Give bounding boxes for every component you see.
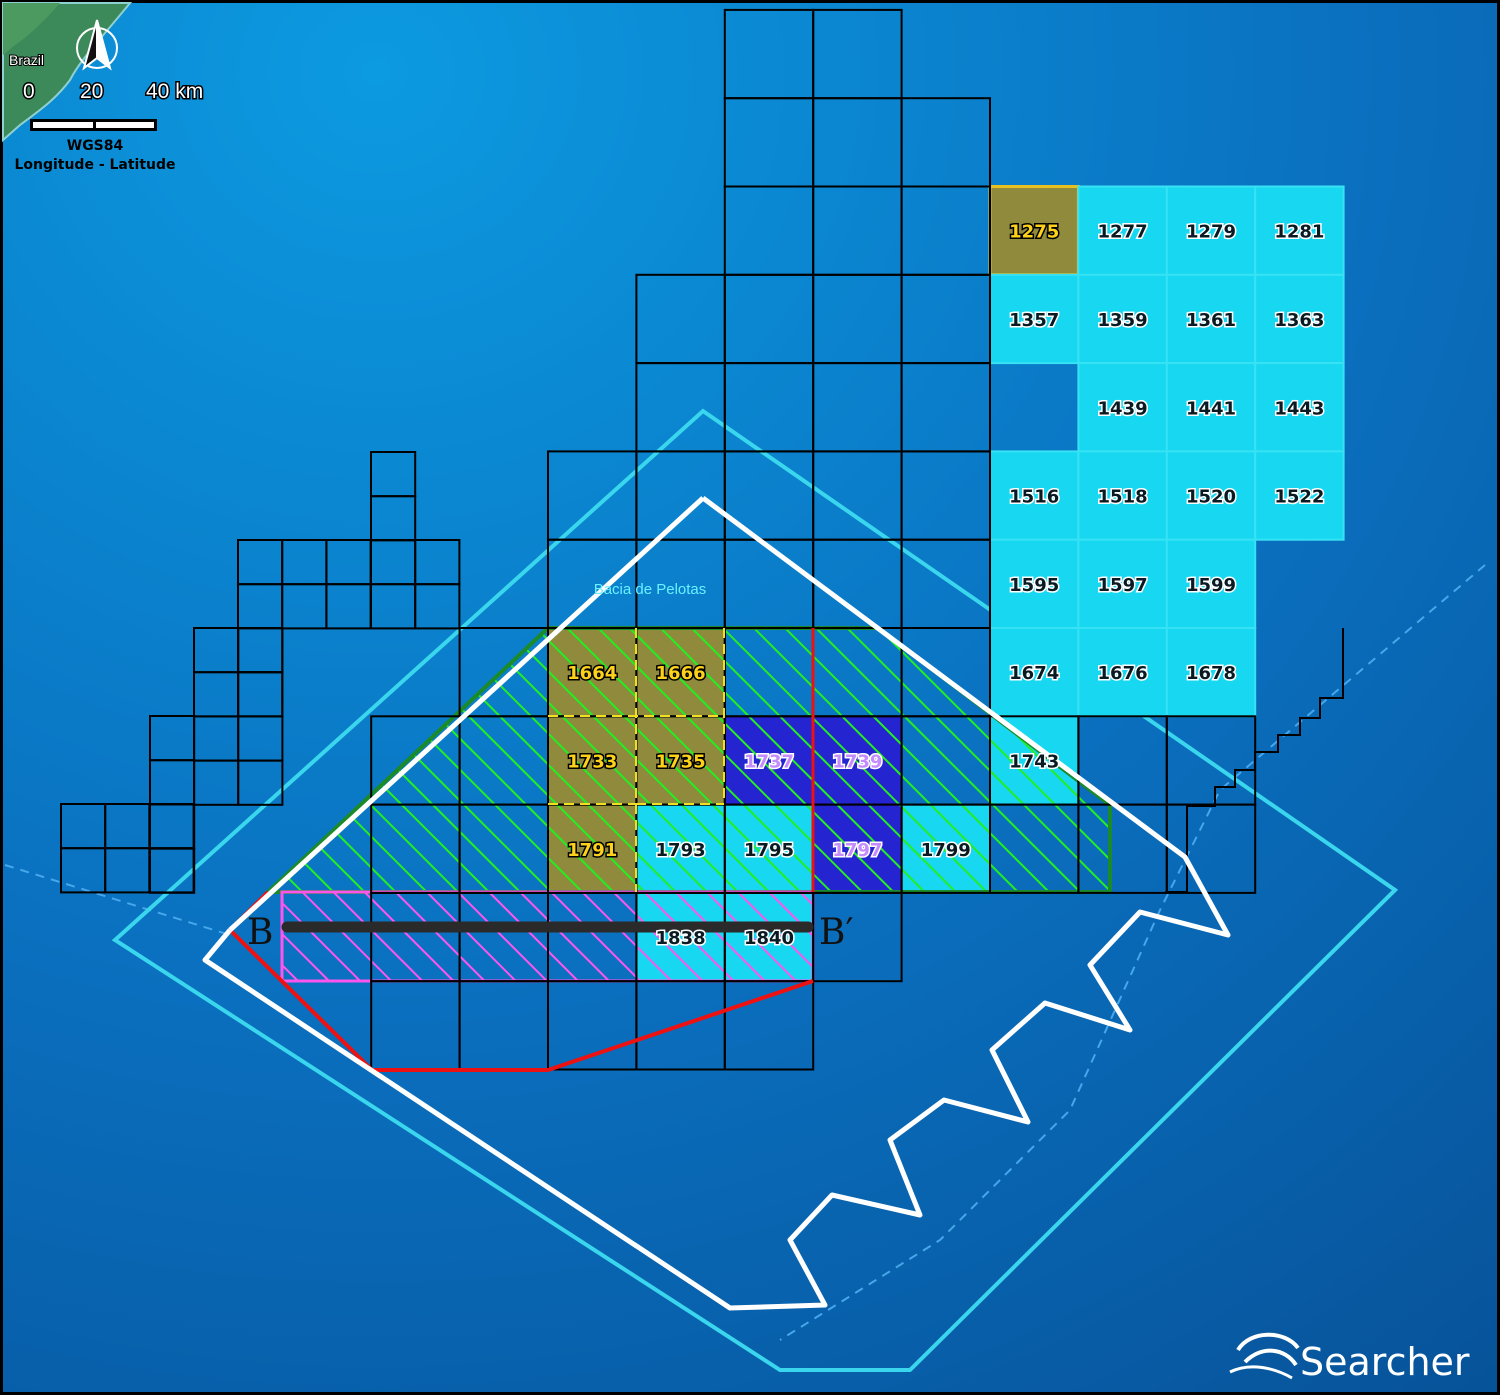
block-label-1666: 1666 — [656, 663, 706, 684]
block-label-1595: 1595 — [1009, 575, 1059, 596]
block-1520[interactable] — [1165, 450, 1257, 541]
searcher-logo: Searcher — [1229, 1332, 1470, 1384]
block-label-1739: 1739 — [832, 751, 882, 772]
block-label-1676: 1676 — [1098, 663, 1148, 684]
block-label-1793: 1793 — [656, 840, 706, 861]
white-area-outline — [202, 495, 1231, 1311]
section-end-label: B′ — [819, 912, 854, 953]
brand-name: Searcher — [1300, 1340, 1470, 1384]
block-label-1599: 1599 — [1186, 575, 1236, 596]
block-label-1799: 1799 — [921, 840, 971, 861]
block-label-1518: 1518 — [1098, 487, 1148, 508]
north-arrow-icon — [76, 19, 118, 71]
block-label-1363: 1363 — [1274, 310, 1324, 331]
block-1522[interactable] — [1254, 450, 1345, 541]
block-1518[interactable] — [1077, 450, 1168, 541]
block-label-1279: 1279 — [1186, 222, 1236, 243]
land-coast — [3, 3, 60, 55]
block-label-1275: 1275 — [1009, 222, 1059, 243]
block-label-1678: 1678 — [1186, 663, 1236, 684]
block-label-1795: 1795 — [744, 840, 794, 861]
block-label-1281: 1281 — [1274, 222, 1324, 243]
block-label-1735: 1735 — [656, 751, 706, 772]
block-label-1516: 1516 — [1009, 487, 1059, 508]
block-label-1743: 1743 — [1009, 751, 1059, 772]
white-area-outline-edge — [228, 496, 705, 932]
block-1441[interactable] — [1165, 362, 1257, 453]
searcher-swirl-icon — [1229, 1332, 1300, 1380]
block-label-1361: 1361 — [1186, 310, 1236, 331]
block-1599[interactable] — [1165, 538, 1257, 630]
block-1595[interactable] — [989, 538, 1080, 630]
block-label-1674: 1674 — [1009, 663, 1059, 684]
yellow-block-lines — [548, 628, 725, 892]
scale-label-40: 40 km — [146, 80, 203, 103]
block-1281[interactable] — [1254, 185, 1345, 276]
section-start-label: B — [247, 912, 273, 953]
block-label-1443: 1443 — [1274, 398, 1324, 419]
block-label-1791: 1791 — [567, 840, 617, 861]
block-1357[interactable] — [989, 273, 1080, 365]
projection-sublabel: Longitude - Latitude — [14, 157, 175, 173]
block-label-1520: 1520 — [1186, 487, 1236, 508]
block-label-1522: 1522 — [1274, 487, 1324, 508]
block-label-1357: 1357 — [1009, 310, 1059, 331]
block-label-1359: 1359 — [1098, 310, 1148, 331]
block-1359[interactable] — [1077, 273, 1168, 365]
scale-label-0: 0 — [23, 80, 35, 103]
scale-bar: 0 20 40 km WGS84 Longitude - Latitude — [14, 79, 204, 174]
country-label: Brazil — [9, 52, 44, 68]
block-label-1737: 1737 — [744, 751, 794, 772]
block-label-1733: 1733 — [567, 751, 617, 772]
block-1597[interactable] — [1077, 538, 1168, 630]
block-label-1664: 1664 — [567, 663, 617, 684]
block-label-1277: 1277 — [1098, 222, 1148, 243]
block-1361[interactable] — [1165, 273, 1257, 365]
block-label-1597: 1597 — [1098, 575, 1148, 596]
scale-label-20: 20 — [80, 80, 103, 103]
block-label-1838: 1838 — [656, 928, 706, 949]
projection-label: WGS84 — [67, 138, 124, 154]
block-label-1441: 1441 — [1186, 398, 1236, 419]
block-label-1439: 1439 — [1098, 398, 1148, 419]
cyan-area-outline — [111, 408, 1399, 1372]
block-label-1797: 1797 — [832, 840, 882, 861]
block-label-1840: 1840 — [744, 928, 794, 949]
basin-label: Bacia de Pelotas — [594, 581, 707, 598]
